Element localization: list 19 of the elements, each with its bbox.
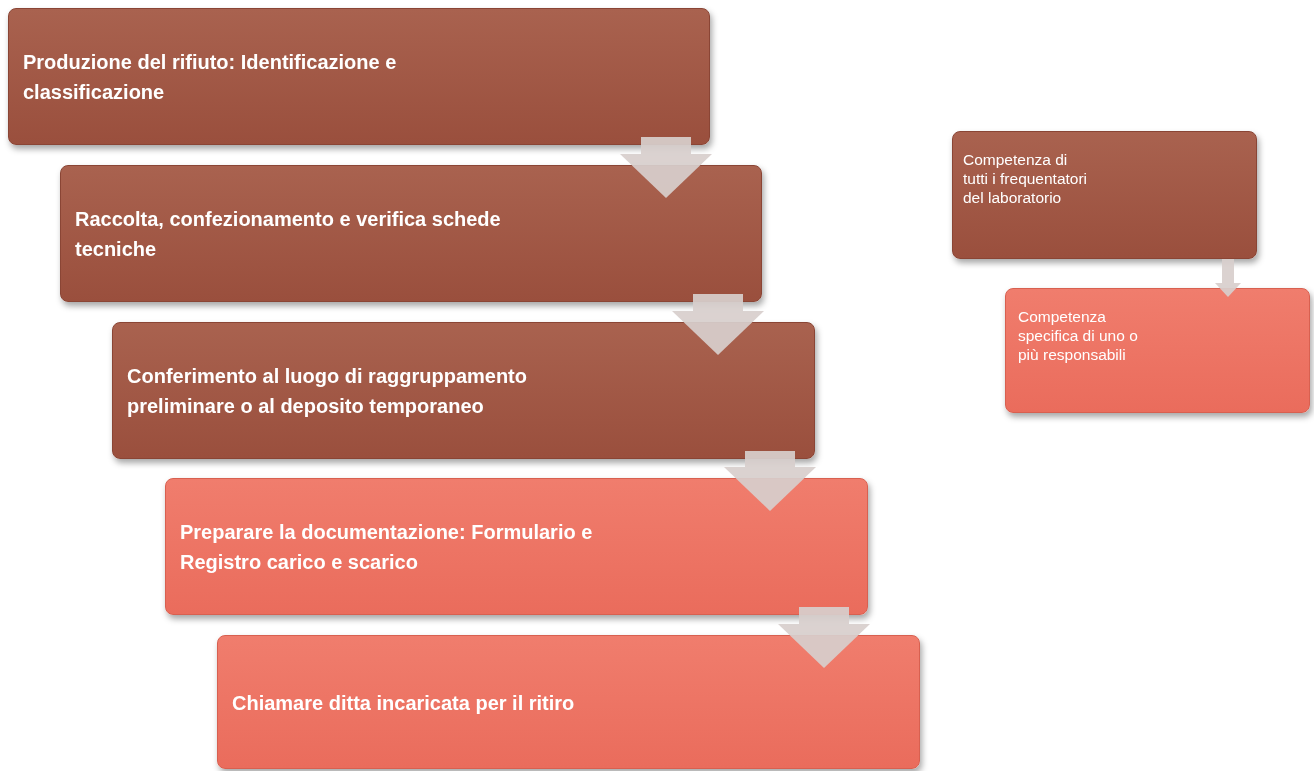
process-box — [8, 8, 710, 145]
arrow — [778, 607, 870, 668]
arrow — [724, 451, 816, 511]
process-box — [60, 165, 762, 302]
process-box — [217, 635, 920, 769]
step-text: Produzione del rifiuto: Identificazione e classificazione — [23, 50, 398, 105]
step-text: Competenza specifica di uno o più responsabili — [1018, 307, 1139, 364]
process-box — [952, 131, 1257, 259]
arrow — [620, 137, 712, 198]
arrow — [672, 294, 764, 355]
process-box — [1005, 288, 1310, 413]
process-box — [165, 478, 868, 615]
step-text: Preparare la documentazione: Formulario e Registro carico e scarico — [180, 520, 594, 575]
step-text: Competenza di tutti i frequentatori del laboratorio — [963, 150, 1089, 207]
process-box — [112, 322, 815, 459]
arrow — [1215, 259, 1241, 297]
step-text: Conferimento al luogo di raggruppamento preliminare o al deposito temporaneo — [127, 364, 528, 419]
step-text: Chiamare ditta incaricata per il ritiro — [232, 691, 576, 716]
step-text: Raccolta, confezionamento e verifica schede tecniche — [75, 207, 502, 262]
